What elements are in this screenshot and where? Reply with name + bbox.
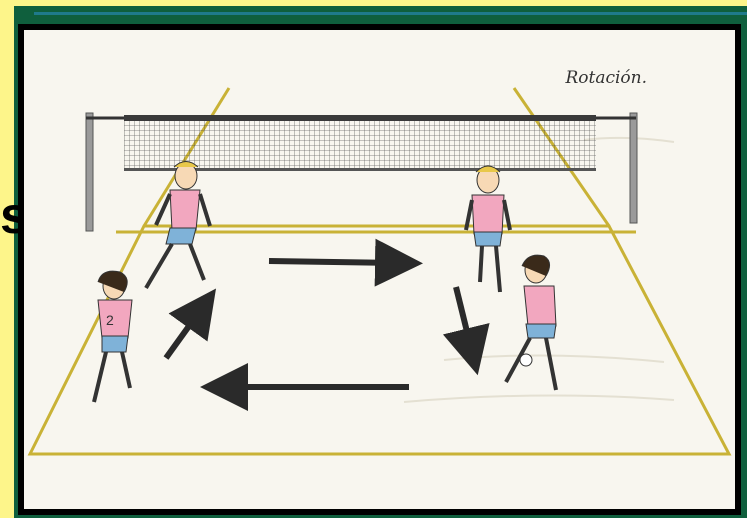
volleyball-court-drawing: 2 — [24, 30, 735, 509]
illustration-canvas: 2 Rotación. — [24, 30, 735, 509]
caption-text: Rotación. — [565, 68, 647, 88]
player-front-right — [466, 166, 510, 292]
net — [124, 115, 596, 171]
jersey-number: 2 — [106, 312, 114, 328]
player-back-left: 2 — [94, 271, 132, 402]
arrow-down — [456, 287, 472, 352]
rotation-illustration: 2 Rotación. — [18, 24, 741, 515]
frame-accent-line — [34, 12, 747, 15]
rotation-arrows — [166, 261, 472, 387]
arrow-right — [269, 261, 399, 263]
player-back-right — [506, 255, 556, 390]
arrow-up — [166, 308, 202, 358]
